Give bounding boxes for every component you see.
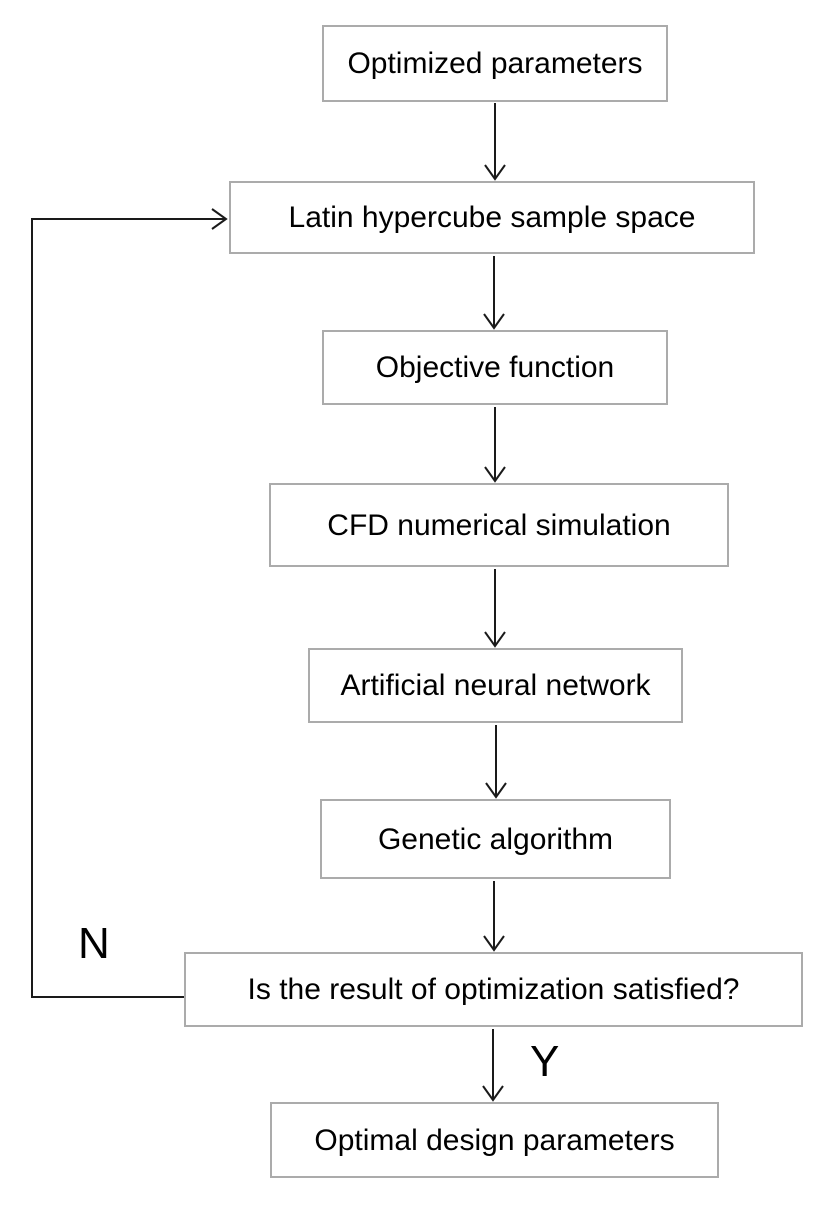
flow-box-label: Optimized parameters xyxy=(347,47,643,80)
flow-box-label: Artificial neural network xyxy=(340,669,651,702)
flow-box-label: CFD numerical simulation xyxy=(327,508,671,542)
flow-box-optimization-satisfied-decision: Is the result of optimization satisfied? xyxy=(184,952,803,1027)
flow-box-label: Genetic algorithm xyxy=(377,822,614,856)
flow-box-label: Objective function xyxy=(375,351,615,384)
flow-box-objective-function: Objective function xyxy=(322,330,668,405)
branch-label-yes: Y xyxy=(530,1037,560,1086)
flow-box-genetic-algorithm: Genetic algorithm xyxy=(320,799,671,879)
flow-box-cfd-numerical-simulation: CFD numerical simulation xyxy=(269,483,729,567)
branch-label-no: N xyxy=(78,919,110,968)
flow-box-optimal-design-parameters: Optimal design parameters xyxy=(270,1102,719,1178)
flow-box-label: Latin hypercube sample space xyxy=(288,201,696,234)
feedback-loop-decision-to-latin xyxy=(31,208,228,998)
flow-box-artificial-neural-network: Artificial neural network xyxy=(308,648,683,723)
flow-box-latin-hypercube-sample-space: Latin hypercube sample space xyxy=(229,181,755,254)
flow-box-label: Optimal design parameters xyxy=(314,1123,675,1157)
flow-box-label: Is the result of optimization satisfied? xyxy=(247,973,740,1006)
flow-box-optimized-parameters: Optimized parameters xyxy=(322,25,668,102)
